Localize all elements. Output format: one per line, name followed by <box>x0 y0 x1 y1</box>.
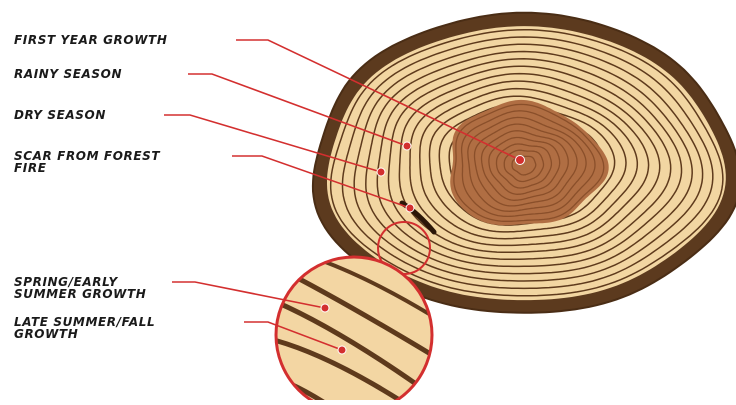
label-spring-line2: SUMMER GROWTH <box>14 288 146 300</box>
label-spring-early-summer-growth: SPRING/EARLY SUMMER GROWTH <box>14 276 146 300</box>
marker-forest-fire-scar <box>406 204 414 212</box>
marker-first-year <box>516 156 525 165</box>
label-forest-fire-scar: SCAR FROM FOREST FIRE <box>14 150 160 174</box>
label-late-summer-fall-growth: LATE SUMMER/FALL GROWTH <box>14 316 155 340</box>
marker-rainy-season <box>403 142 411 150</box>
marker-spring-growth <box>321 304 329 312</box>
label-forest-fire-scar-line2: FIRE <box>14 162 160 174</box>
marker-dry-season <box>377 168 385 176</box>
label-dry-season: DRY SEASON <box>14 109 106 121</box>
marker-late-summer <box>338 346 346 354</box>
label-late-summer-line2: GROWTH <box>14 328 155 340</box>
label-first-year-growth: FIRST YEAR GROWTH <box>14 34 167 46</box>
label-rainy-season: RAINY SEASON <box>14 68 122 80</box>
